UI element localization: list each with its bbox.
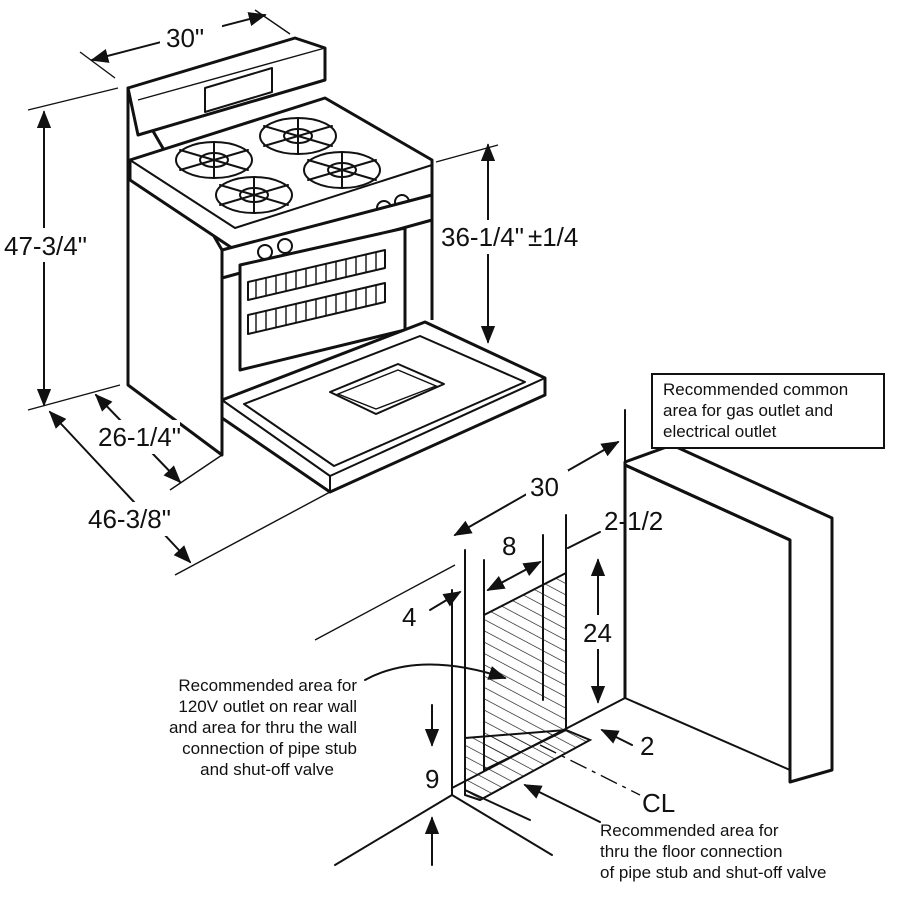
oven-rack-lower: [247, 282, 386, 335]
svg-text:Recommended area for: Recommended area for: [600, 821, 779, 840]
oven-door-window: [329, 363, 445, 415]
installation-area: [314, 409, 834, 866]
centerline: [539, 744, 641, 796]
oven-rack-upper: [247, 249, 386, 301]
left-offset-label: 4: [402, 602, 416, 632]
knob-left-2: [277, 238, 293, 254]
svg-text:Recommended area for: Recommended area for: [178, 676, 357, 695]
range-overall-height-label: 47-3/4": [4, 231, 87, 261]
side-offset-leader: [567, 531, 601, 549]
range-depth-label: 26-1/4": [98, 422, 181, 452]
svg-text:of pipe stub and shut-off valv: of pipe stub and shut-off valve: [600, 863, 827, 882]
rear-wall-note: Recommended area for 120V outlet on rear…: [169, 676, 357, 779]
svg-text:connection of pipe stub: connection of pipe stub: [182, 739, 357, 758]
svg-text:thru the floor connection: thru the floor connection: [600, 842, 782, 861]
burner-grate-left-front: [215, 176, 293, 214]
burner-grate-left-rear: [175, 141, 253, 179]
floor-depth-arrow: [600, 729, 633, 746]
range-cooktop-height-label: 36-1/4"±1/4: [441, 222, 578, 252]
floor-connection-note: Recommended area for thru the floor conn…: [600, 821, 827, 882]
burner-grate-right-front: [303, 151, 381, 189]
burner-grate-right-rear: [259, 117, 337, 155]
common-area-note: Recommended common area for gas outlet a…: [651, 373, 885, 449]
side-offset-label: 2-1/2: [604, 506, 663, 536]
floor-height-label: 9: [425, 764, 439, 794]
cabinet-opening-label: 30: [530, 472, 559, 502]
area-width-dimension-line: [486, 561, 542, 591]
floor-depth-label: 2: [640, 731, 654, 761]
depth-door-open-dimension-line: [48, 410, 192, 564]
clock-display: [204, 67, 273, 113]
range-width-label: 30": [166, 23, 204, 53]
left-offset-arrow: [429, 591, 462, 611]
area-height-label: 24: [583, 618, 612, 648]
centerline-symbol: CL: [642, 788, 675, 818]
range-illustration: [126, 36, 547, 494]
svg-text:120V outlet on rear wall: 120V outlet on rear wall: [178, 697, 357, 716]
floor-note-leader: [523, 784, 601, 823]
svg-text:and area for thru the wall: and area for thru the wall: [169, 718, 357, 737]
svg-text:and shut-off valve: and shut-off valve: [200, 760, 334, 779]
rear-wall-note-leader: [364, 663, 507, 681]
adjacent-cabinet: [623, 443, 834, 784]
floor-connection-area: [464, 728, 593, 802]
area-width-label: 8: [502, 531, 516, 561]
range-depth-door-open-label: 46-3/8": [88, 504, 171, 534]
